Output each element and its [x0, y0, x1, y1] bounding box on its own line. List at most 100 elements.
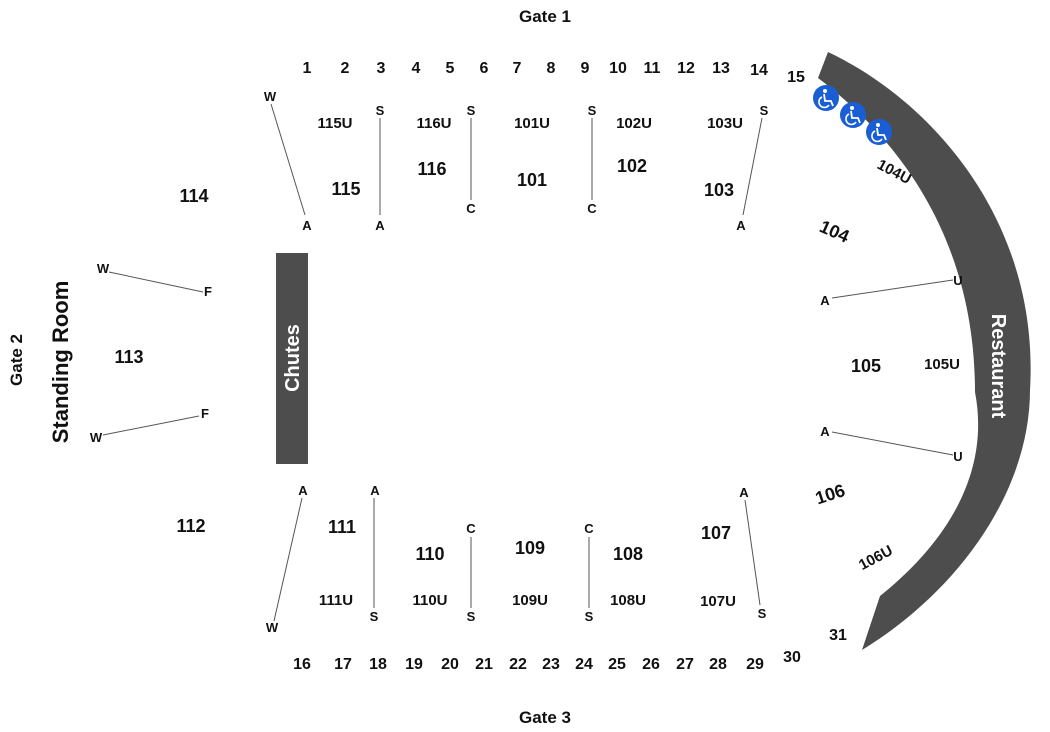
gate-number: 25	[608, 656, 626, 673]
section-110[interactable]: 110	[415, 544, 444, 564]
marker-s: S	[758, 606, 767, 621]
section-108[interactable]: 108	[613, 544, 643, 564]
top-sections: 115U 116U 101U 102U 103U 115 116 101 102…	[317, 115, 742, 200]
section-114[interactable]: 114	[179, 186, 208, 206]
marker-s: S	[585, 609, 594, 624]
accessible-seating	[813, 85, 892, 145]
gate-number: 7	[513, 60, 522, 77]
marker-w: W	[90, 430, 103, 445]
gate-number: 8	[547, 60, 556, 77]
marker-s: S	[760, 103, 769, 118]
chutes-block	[276, 253, 308, 464]
marker-a: A	[739, 485, 749, 500]
aisle-line	[273, 497, 303, 622]
gate-2-label: Gate 2	[7, 334, 26, 386]
section-108u[interactable]: 108U	[610, 592, 646, 609]
section-107u[interactable]: 107U	[700, 593, 736, 610]
gate-number: 31	[829, 627, 847, 644]
section-106[interactable]: 106	[813, 480, 848, 508]
marker-c: C	[587, 201, 597, 216]
gate-number: 17	[334, 656, 352, 673]
section-102u[interactable]: 102U	[616, 115, 652, 132]
gate-number: 29	[746, 656, 764, 673]
aisle-line	[108, 271, 204, 293]
gate-number: 30	[783, 649, 801, 666]
aisle-line	[744, 499, 761, 606]
marker-f: F	[201, 406, 209, 421]
gate-number: 11	[644, 60, 661, 77]
gate-number: 10	[609, 60, 627, 77]
marker-a: A	[298, 483, 308, 498]
marker-s: S	[467, 609, 476, 624]
wheelchair-icon[interactable]	[840, 102, 866, 128]
aisle-line	[831, 431, 954, 456]
marker-w: W	[264, 89, 277, 104]
section-101[interactable]: 101	[517, 170, 547, 190]
aisle-line	[831, 279, 954, 299]
bottom-sections: 111 110 109 108 107 111U 110U 109U 108U …	[319, 517, 736, 610]
gate-number: 16	[293, 656, 311, 673]
restaurant-band	[818, 52, 1031, 650]
marker-a: A	[375, 218, 385, 233]
gate-number: 19	[405, 656, 423, 673]
gate-number: 21	[475, 656, 493, 673]
gate-number: 9	[581, 60, 590, 77]
section-116u[interactable]: 116U	[416, 115, 451, 132]
side-sections: 114 113 112 104U 104 105 105U 106 106U	[114, 156, 959, 574]
top-gate-numbers: 1 2 3 4 5 6 7 8 9 10 11 12 13 14 15	[303, 60, 805, 86]
section-103[interactable]: 103	[704, 180, 734, 200]
marker-c: C	[466, 201, 476, 216]
gate-number: 2	[341, 60, 350, 77]
section-109u[interactable]: 109U	[512, 592, 548, 609]
marker-a: A	[370, 483, 380, 498]
section-104[interactable]: 104	[817, 216, 853, 246]
gate-number: 5	[446, 60, 455, 77]
marker-s: S	[467, 103, 476, 118]
aisle-line	[102, 415, 200, 436]
wheelchair-icon[interactable]	[866, 119, 892, 145]
section-106u[interactable]: 106U	[856, 542, 896, 574]
marker-u: U	[953, 273, 962, 288]
gate-number: 14	[750, 62, 768, 79]
section-111[interactable]: 111	[328, 517, 356, 537]
marker-f: F	[204, 284, 212, 299]
gate-number: 15	[787, 69, 805, 86]
section-102[interactable]: 102	[617, 156, 647, 176]
section-109[interactable]: 109	[515, 538, 545, 558]
marker-s: S	[376, 103, 385, 118]
section-116[interactable]: 116	[417, 159, 446, 179]
marker-a: A	[302, 218, 312, 233]
gate-3-label: Gate 3	[519, 708, 571, 727]
marker-s: S	[370, 609, 379, 624]
gate-number: 27	[676, 656, 694, 673]
gate-number: 6	[480, 60, 489, 77]
gate-number: 23	[542, 656, 560, 673]
wheelchair-icon[interactable]	[813, 85, 839, 111]
aisle-line	[270, 103, 306, 216]
section-113[interactable]: 113	[114, 347, 143, 367]
aisle-line	[742, 117, 763, 216]
section-111u[interactable]: 111U	[319, 592, 353, 609]
gate-number: 22	[509, 656, 527, 673]
section-103u[interactable]: 103U	[707, 115, 743, 132]
marker-a: A	[820, 293, 830, 308]
chutes-label: Chutes	[282, 324, 304, 392]
aisle-markers: W A S A S C S C S A W F F W A W A S C S …	[90, 89, 963, 635]
marker-w: W	[266, 620, 279, 635]
gate-number: 13	[712, 60, 730, 77]
section-101u[interactable]: 101U	[514, 115, 550, 132]
section-115[interactable]: 115	[331, 179, 360, 199]
gate-number: 24	[575, 656, 593, 673]
section-110u[interactable]: 110U	[412, 592, 447, 609]
marker-s: S	[588, 103, 597, 118]
section-105u[interactable]: 105U	[924, 356, 960, 373]
gate-number: 28	[709, 656, 727, 673]
section-105[interactable]: 105	[851, 356, 881, 376]
section-112[interactable]: 112	[176, 516, 205, 536]
gate-1-label: Gate 1	[519, 7, 571, 26]
section-107[interactable]: 107	[701, 523, 731, 543]
bottom-gate-numbers: 16 17 18 19 20 21 22 23 24 25 26 27 28 2…	[293, 627, 847, 673]
section-115u[interactable]: 115U	[317, 115, 352, 132]
marker-w: W	[97, 261, 110, 276]
